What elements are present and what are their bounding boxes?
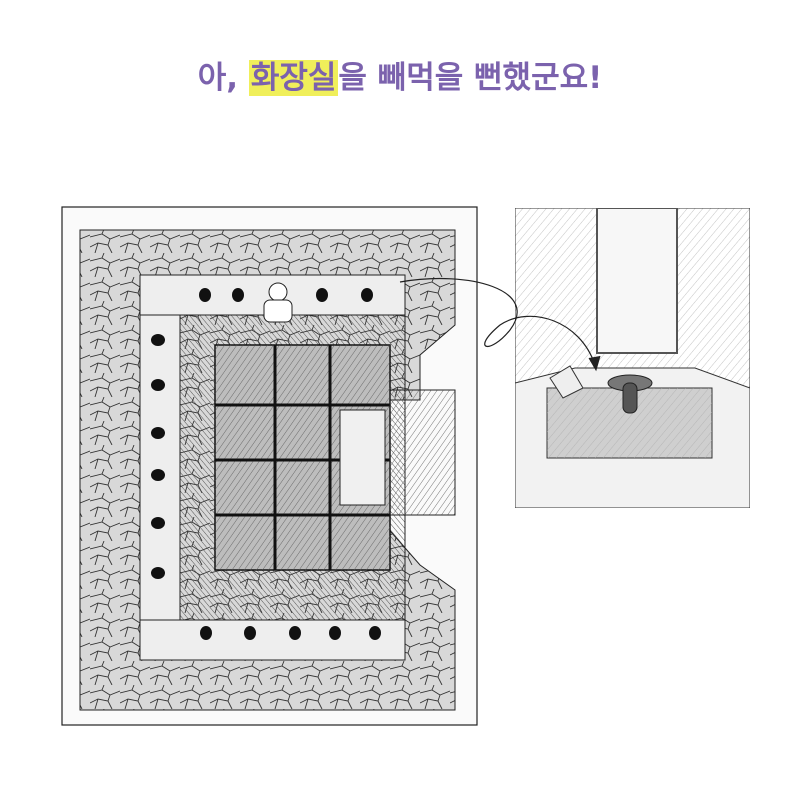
title-suffix: 을 빼먹을 뻔했군요! [338, 60, 603, 96]
title-highlight: 화장실 [248, 60, 339, 96]
page-title: 아, 화장실을 빼먹을 뻔했군요! [0, 52, 800, 97]
pointer-arrow-icon [399, 277, 601, 372]
latrine-floor-plan-illustration [61, 206, 478, 726]
title-prefix: 아, [197, 60, 249, 96]
seated-figure [263, 282, 293, 323]
toilet-detail-illustration [515, 208, 750, 508]
